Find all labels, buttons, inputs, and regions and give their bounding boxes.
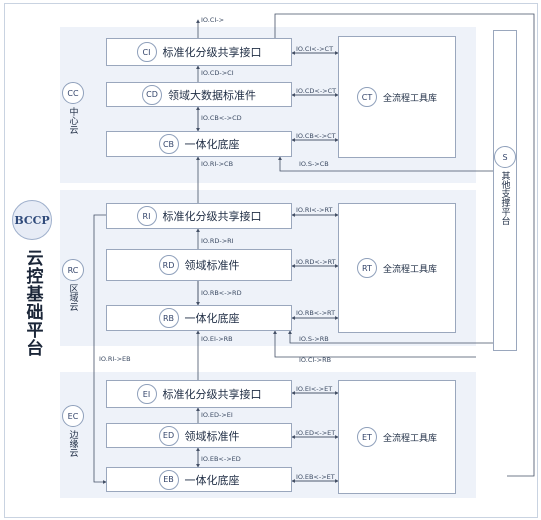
flow-label: IO.S->CB xyxy=(299,160,329,168)
edge-base-label: 一体化底座 xyxy=(184,473,240,487)
flow-label: IO.CI->RB xyxy=(299,356,332,364)
region-domain-label: 领域标准件 xyxy=(184,259,240,272)
center-data-box: CD 领域大数据标准件 xyxy=(106,82,292,107)
link-label: IO.CB<->CT xyxy=(296,132,336,140)
bccp-badge: BCCP xyxy=(12,200,52,240)
flow-label: IO.EB<->ED xyxy=(201,455,241,463)
flow-label: IO.EI->RB xyxy=(201,335,233,343)
flow-label: IO.RI->CB xyxy=(201,160,234,168)
edge-cloud-label: EC 边缘云 xyxy=(62,405,84,457)
flow-label: IO.S->RB xyxy=(299,335,329,343)
edge-interface-box: EI 标准化分级共享接口 xyxy=(106,380,292,408)
platform-title-text: 云控基础平台 xyxy=(22,249,43,357)
region-tool-badge: RT xyxy=(356,258,377,278)
edge-base-badge: EB xyxy=(158,469,179,490)
support-platform-badge: S xyxy=(494,146,516,168)
region-tool-box: RT 全流程工具库 xyxy=(338,203,456,333)
region-cloud-badge: RC xyxy=(62,259,84,281)
edge-cloud-badge: EC xyxy=(62,405,84,427)
flow-label: IO.CB<->CD xyxy=(201,114,242,122)
edge-domain-label: 领域标准件 xyxy=(184,429,240,443)
center-cloud-badge: CC xyxy=(62,82,84,104)
region-domain-box: RD 领域标准件 xyxy=(106,249,292,281)
edge-interface-label: 标准化分级共享接口 xyxy=(162,388,262,401)
flow-label: IO.RI->EB xyxy=(99,355,131,363)
center-cloud-text: 中心云 xyxy=(67,107,78,134)
center-base-badge: CB xyxy=(158,134,179,154)
support-platform-box xyxy=(493,30,517,351)
center-interface-box: CI 标准化分级共享接口 xyxy=(106,38,292,66)
support-platform-text: 其他支撑平台 xyxy=(499,171,510,225)
center-tool-box: CT 全流程工具库 xyxy=(338,36,456,158)
region-base-badge: RB xyxy=(158,308,179,328)
link-label: IO.ED<->ET xyxy=(296,429,336,437)
region-interface-box: RI 标准化分级共享接口 xyxy=(106,203,292,229)
link-label: IO.EB<->ET xyxy=(296,473,335,481)
flow-label: IO.CD->CI xyxy=(201,69,234,77)
flow-label: IO.RB<->RD xyxy=(201,289,242,297)
region-interface-label: 标准化分级共享接口 xyxy=(162,210,262,223)
flow-label: IO.ED->EI xyxy=(201,411,233,419)
center-data-badge: CD xyxy=(142,84,162,105)
region-interface-badge: RI xyxy=(136,206,157,226)
region-base-box: RB 一体化底座 xyxy=(106,305,292,331)
center-tool-label: 全流程工具库 xyxy=(382,93,437,104)
center-base-box: CB 一体化底座 xyxy=(106,131,292,157)
edge-tool-badge: ET xyxy=(356,427,377,447)
link-label: IO.EI<->ET xyxy=(296,385,333,393)
edge-base-box: EB 一体化底座 xyxy=(106,467,292,492)
center-data-label: 领域大数据标准件 xyxy=(168,88,256,102)
edge-tool-box: ET 全流程工具库 xyxy=(338,380,456,494)
edge-domain-box: ED 领域标准件 xyxy=(106,423,292,448)
center-base-label: 一体化底座 xyxy=(184,138,240,151)
center-tool-badge: CT xyxy=(356,87,377,107)
edge-cloud-text: 边缘云 xyxy=(67,430,78,457)
center-interface-label: 标准化分级共享接口 xyxy=(162,46,262,59)
center-interface-badge: CI xyxy=(136,42,157,62)
region-base-label: 一体化底座 xyxy=(184,312,240,325)
flow-label: IO.RD->RI xyxy=(201,237,234,245)
region-cloud-label: RC 区域云 xyxy=(62,259,84,311)
link-label: IO.CD<->CT xyxy=(296,87,337,95)
edge-interface-badge: EI xyxy=(136,384,157,404)
platform-title: 云控基础平台 xyxy=(18,249,46,357)
link-label: IO.RD<->RT xyxy=(296,258,336,266)
link-label: IO.RI<->RT xyxy=(296,206,333,214)
link-label: IO.RB<->RT xyxy=(296,309,336,317)
link-label: IO.CI<->CT xyxy=(296,45,334,53)
edge-tool-label: 全流程工具库 xyxy=(382,433,437,444)
center-cloud-label: CC 中心云 xyxy=(62,82,84,134)
region-tool-label: 全流程工具库 xyxy=(382,264,437,275)
region-domain-badge: RD xyxy=(158,255,179,275)
flow-label: IO.CI-> xyxy=(201,16,225,24)
region-cloud-text: 区域云 xyxy=(67,284,78,311)
support-platform-label: S 其他支撑平台 xyxy=(494,146,516,225)
edge-domain-badge: ED xyxy=(158,425,179,446)
